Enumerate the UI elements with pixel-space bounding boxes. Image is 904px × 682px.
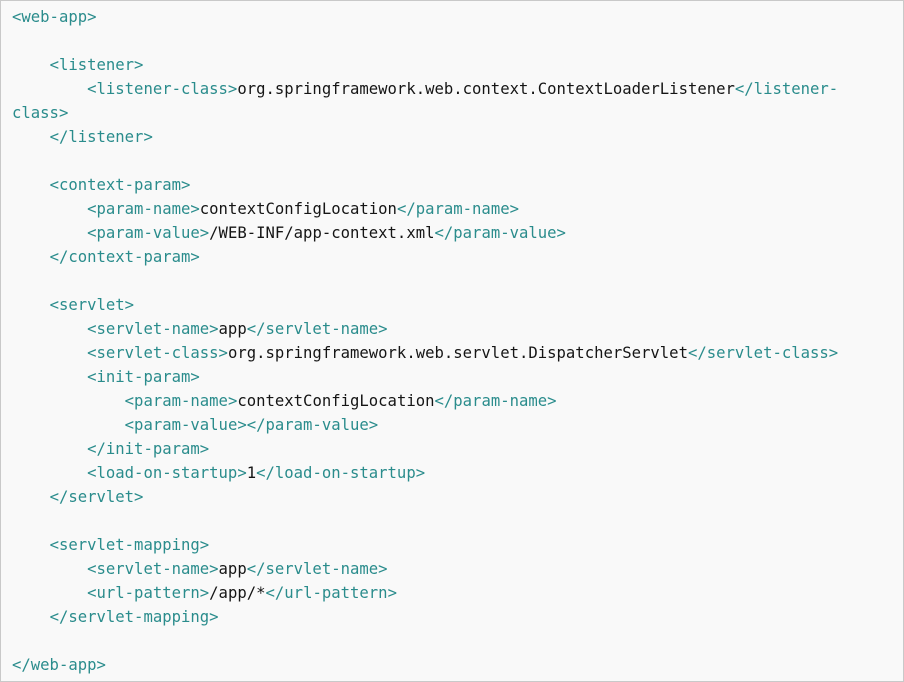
xml-text-token: org.springframework.web.servlet.Dispatch… xyxy=(227,344,688,362)
xml-tag-token: <param-value> xyxy=(87,224,210,242)
indent-token xyxy=(12,440,87,458)
indent-token xyxy=(12,176,50,194)
indent-token xyxy=(12,584,87,602)
xml-tag-token: <servlet-mapping> xyxy=(49,536,210,554)
xml-tag-token: </servlet-name> xyxy=(246,560,388,578)
xml-tag-token: </servlet-name> xyxy=(246,320,388,338)
code-line: </listener> xyxy=(12,125,894,149)
xml-tag-token: <servlet-class> xyxy=(87,344,228,362)
code-line: <context-param> xyxy=(12,173,894,197)
xml-text-token: org.springframework.web.context.ContextL… xyxy=(237,80,735,98)
code-line: <servlet-name>app</servlet-name> xyxy=(12,557,894,581)
xml-tag-token: <servlet> xyxy=(49,296,135,314)
indent-token xyxy=(12,344,87,362)
blank-line xyxy=(12,149,894,173)
xml-tag-token: <url-pattern> xyxy=(87,584,210,602)
code-line: <servlet-name>app</servlet-name> xyxy=(12,317,894,341)
code-line: <param-name>contextConfigLocation</param… xyxy=(12,389,894,413)
code-line: <url-pattern>/app/*</url-pattern> xyxy=(12,581,894,605)
code-line: </web-app> xyxy=(12,653,894,677)
xml-tag-token: <servlet-name> xyxy=(87,320,219,338)
xml-text-token: contextConfigLocation xyxy=(237,392,435,410)
code-line: <servlet-class>org.springframework.web.s… xyxy=(12,341,894,365)
xml-tag-token: </servlet-class> xyxy=(687,344,839,362)
xml-tag-token: </web-app> xyxy=(12,656,106,674)
xml-tag-token: <param-value></param-value> xyxy=(124,416,379,434)
xml-tag-token: <load-on-startup> xyxy=(87,464,247,482)
xml-tag-token: </init-param> xyxy=(87,440,210,458)
xml-text-token: 1 xyxy=(246,464,257,482)
indent-token xyxy=(12,200,87,218)
indent-token xyxy=(12,464,87,482)
blank-line xyxy=(12,629,894,653)
xml-tag-token: </param-name> xyxy=(396,200,519,218)
code-line: </context-param> xyxy=(12,245,894,269)
xml-text-token: /app/* xyxy=(209,584,266,602)
indent-token xyxy=(12,128,50,146)
indent-token xyxy=(12,296,50,314)
code-line: </init-param> xyxy=(12,437,894,461)
indent-token xyxy=(12,248,50,266)
xml-text-token: app xyxy=(218,320,247,338)
xml-tag-token: </url-pattern> xyxy=(265,584,397,602)
code-line: <param-value></param-value> xyxy=(12,413,894,437)
code-line: <param-name>contextConfigLocation</param… xyxy=(12,197,894,221)
code-line: </servlet-mapping> xyxy=(12,605,894,629)
xml-tag-token: </context-param> xyxy=(49,248,200,266)
indent-token xyxy=(12,392,125,410)
blank-line xyxy=(12,269,894,293)
xml-tag-token: </servlet-mapping> xyxy=(49,608,219,626)
indent-token xyxy=(12,320,87,338)
xml-tag-token: </servlet> xyxy=(49,488,144,506)
indent-token xyxy=(12,536,50,554)
code-line: <web-app> xyxy=(12,5,894,29)
xml-text-token: app xyxy=(218,560,247,578)
indent-token xyxy=(12,56,50,74)
xml-tag-token: <param-name> xyxy=(124,392,238,410)
code-line: <listener-class>org.springframework.web.… xyxy=(12,77,894,101)
xml-tag-token: <listener> xyxy=(49,56,144,74)
xml-tag-token: <param-name> xyxy=(87,200,200,218)
xml-tag-token: <servlet-name> xyxy=(87,560,219,578)
code-line: <load-on-startup>1</load-on-startup> xyxy=(12,461,894,485)
code-line: </servlet> xyxy=(12,485,894,509)
indent-token xyxy=(12,80,87,98)
blank-line xyxy=(12,29,894,53)
xml-tag-token: <context-param> xyxy=(49,176,191,194)
xml-text-token: /WEB-INF/app-context.xml xyxy=(209,224,435,242)
indent-token xyxy=(12,416,125,434)
xml-tag-token: </param-value> xyxy=(434,224,566,242)
indent-token xyxy=(12,560,87,578)
code-line: <servlet> xyxy=(12,293,894,317)
code-line: <init-param> xyxy=(12,365,894,389)
xml-tag-token: </param-name> xyxy=(434,392,557,410)
xml-tag-token: </load-on-startup> xyxy=(256,464,426,482)
blank-line xyxy=(12,509,894,533)
xml-tag-token: </listener> xyxy=(49,128,153,146)
indent-token xyxy=(12,368,87,386)
code-listing: <web-app> <listener> <listener-class>org… xyxy=(12,5,894,677)
xml-tag-token: <listener-class> xyxy=(87,80,238,98)
code-line: <listener> xyxy=(12,53,894,77)
indent-token xyxy=(12,488,50,506)
indent-token xyxy=(12,608,50,626)
xml-tag-token: <init-param> xyxy=(87,368,200,386)
code-line: <servlet-mapping> xyxy=(12,533,894,557)
xml-tag-token: <web-app> xyxy=(12,8,97,26)
xml-text-token: contextConfigLocation xyxy=(199,200,397,218)
xml-tag-token: </listener- xyxy=(734,80,839,98)
code-line: <param-value>/WEB-INF/app-context.xml</p… xyxy=(12,221,894,245)
code-line: class> xyxy=(12,101,894,125)
indent-token xyxy=(12,224,87,242)
xml-tag-token: class> xyxy=(12,104,69,122)
